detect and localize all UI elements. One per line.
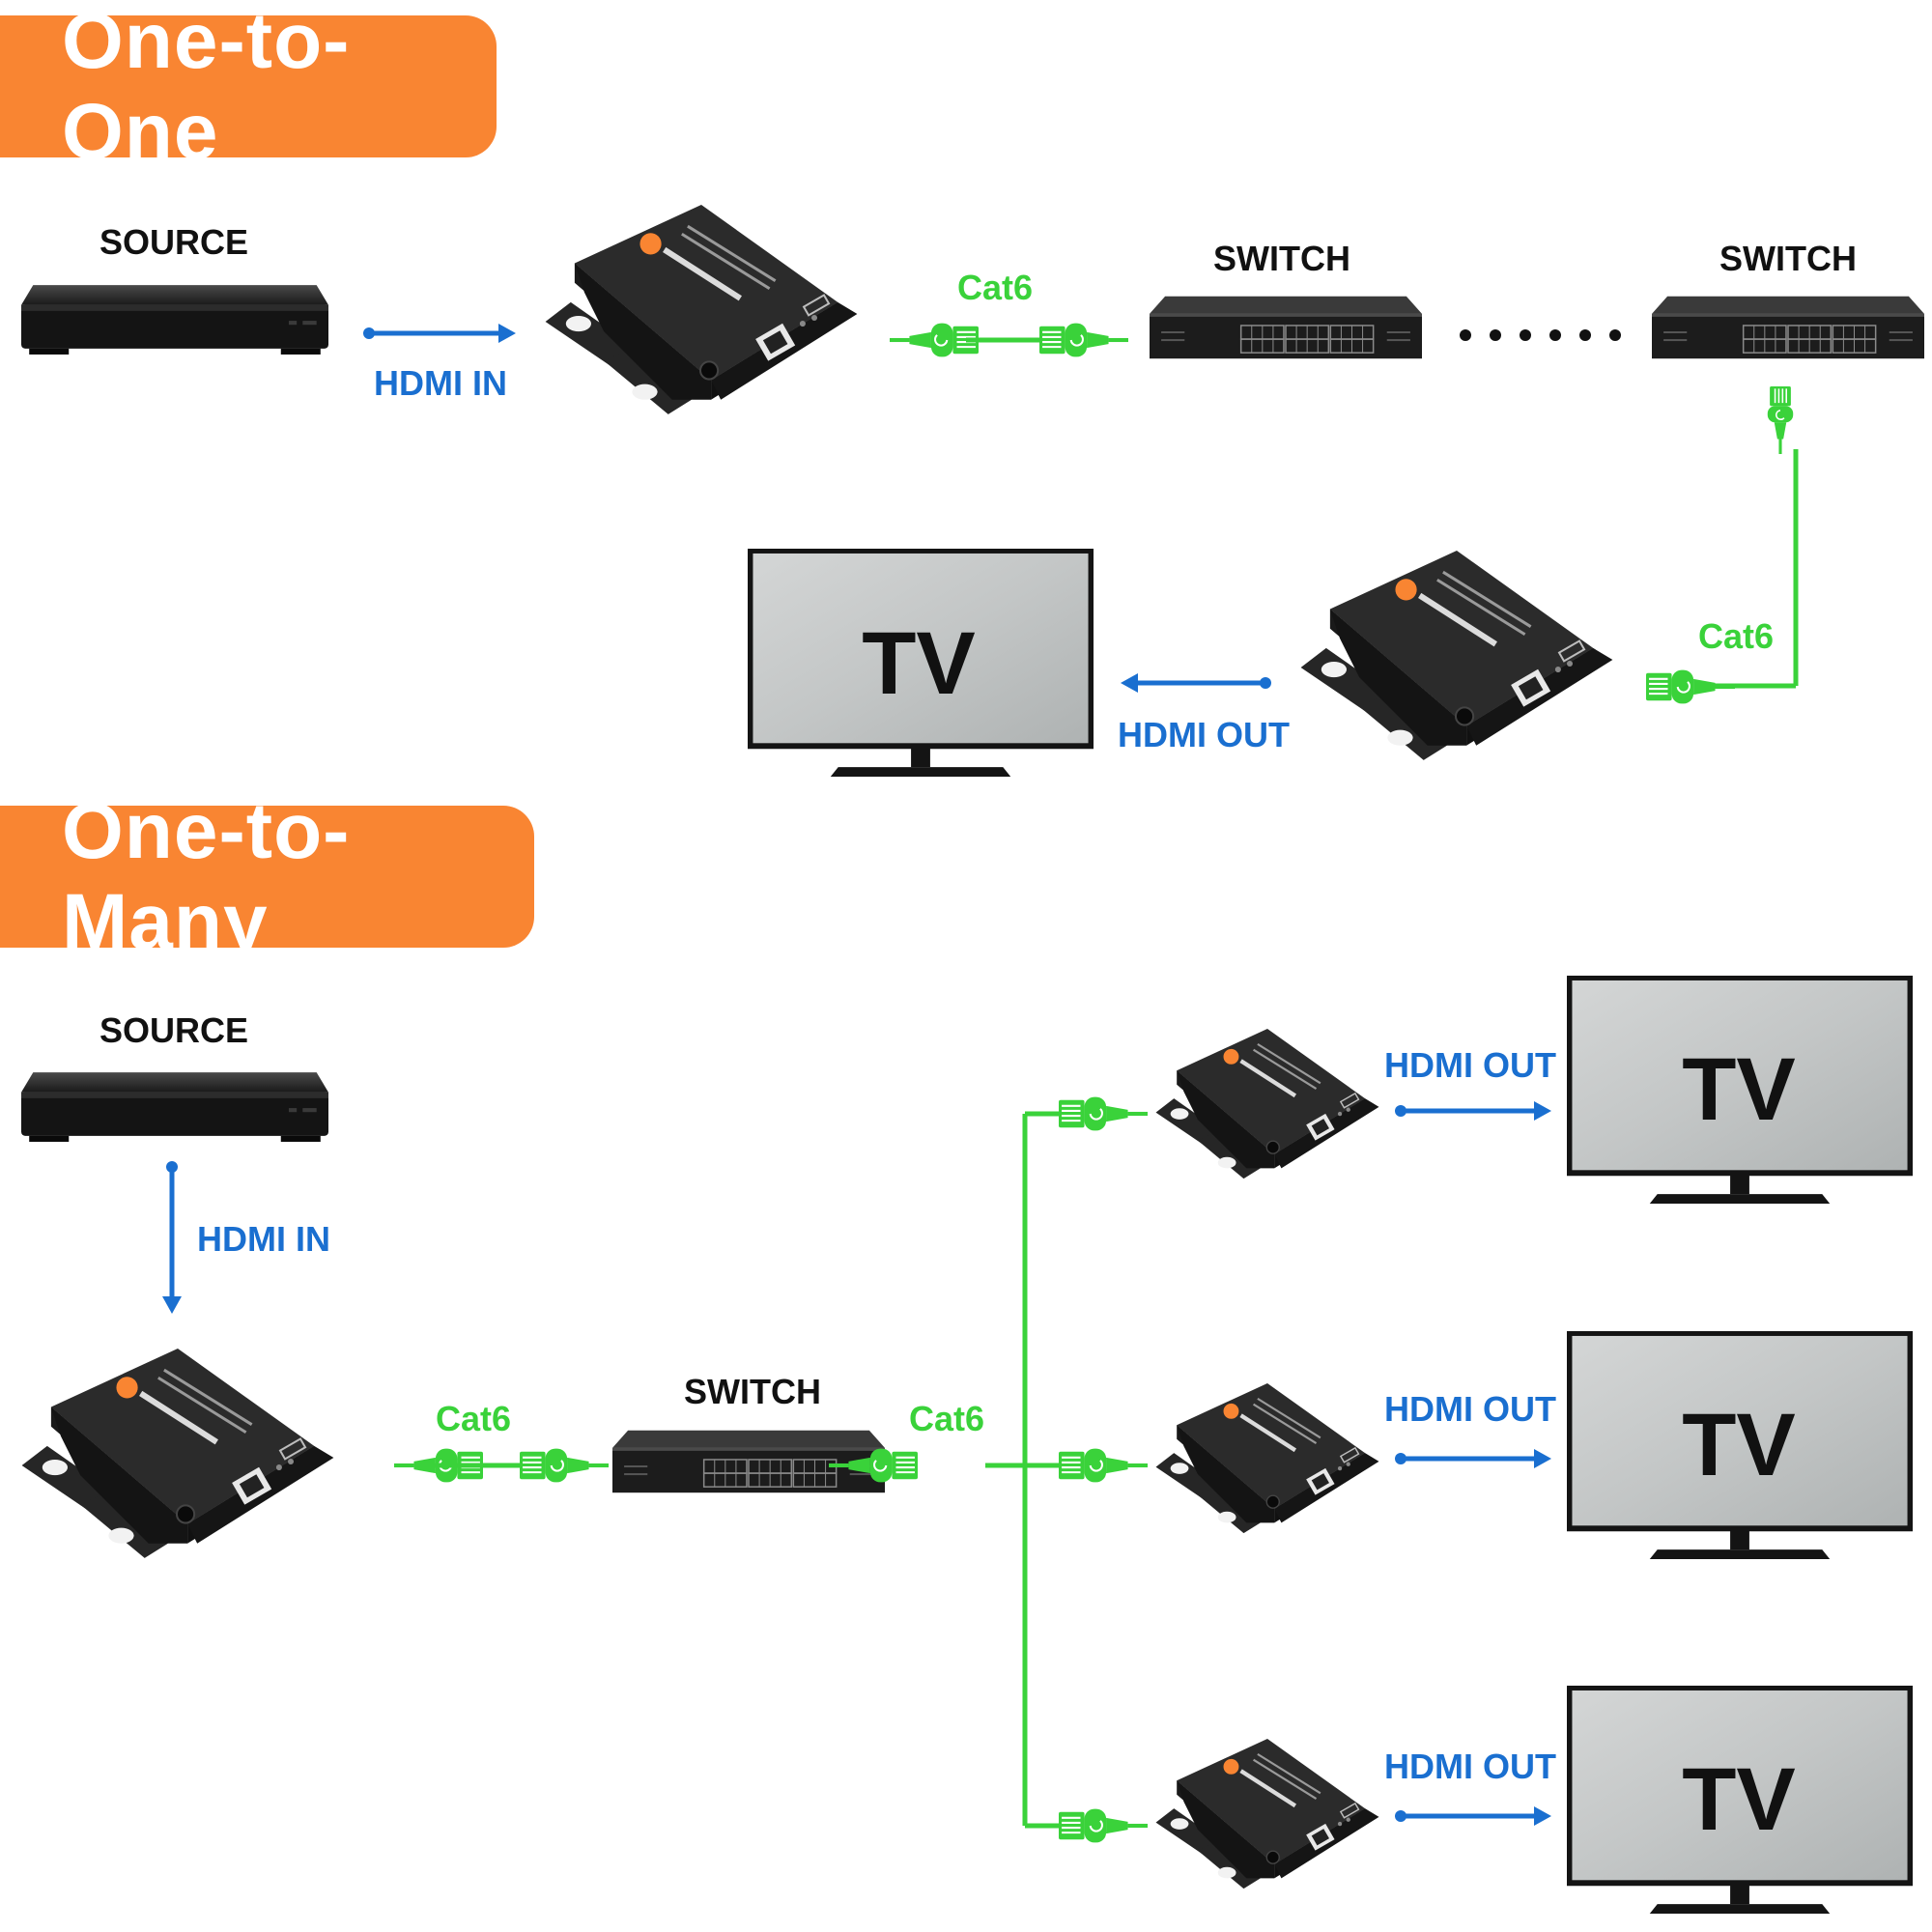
hdmi-in-arrow-1: [363, 324, 516, 343]
hdmi-out-label-a: HDMI OUT: [1384, 1045, 1556, 1085]
tv-label-c: TV: [1682, 1750, 1796, 1849]
transmitter-extender-icon-2: [22, 1349, 334, 1558]
hdmi-in-arrow-2: [162, 1161, 182, 1314]
cat6-cable-2: [1646, 386, 1799, 705]
source-label: SOURCE: [99, 222, 249, 262]
switch-label-1: SWITCH: [1213, 239, 1350, 278]
hdmi-out-label: HDMI OUT: [1118, 715, 1290, 754]
cat6-fanout: [829, 1095, 1148, 1844]
network-switch-icon-1: [1150, 296, 1422, 359]
cat6-label-3: Cat6: [435, 1399, 512, 1438]
network-switch-icon-2: [1652, 296, 1924, 359]
section-banner-one-to-many: One-to-Many: [0, 787, 534, 966]
source-player-icon: [21, 285, 328, 355]
switch-label-3: SWITCH: [684, 1372, 821, 1411]
source-player-icon-2: [21, 1072, 328, 1142]
tv-label-b: TV: [1682, 1396, 1796, 1494]
cat6-label-4: Cat6: [908, 1399, 985, 1438]
hdmi-out-label-b: HDMI OUT: [1384, 1389, 1556, 1429]
hdmi-out-arrow-1: [1121, 673, 1271, 693]
hdmi-out-arrow-a: [1395, 1101, 1551, 1121]
receiver-extender-icon-a: [1156, 1029, 1379, 1179]
hdmi-out-label-c: HDMI OUT: [1384, 1747, 1556, 1786]
switch-label-2: SWITCH: [1719, 239, 1857, 278]
receiver-extender-icon-c: [1156, 1739, 1379, 1889]
hdmi-out-arrow-c: [1395, 1806, 1551, 1826]
receiver-extender-icon: [1301, 551, 1613, 760]
tv-label: TV: [862, 614, 976, 713]
source-label-2: SOURCE: [99, 1010, 249, 1050]
hdmi-out-arrow-b: [1395, 1449, 1551, 1468]
network-switch-icon-3: [612, 1430, 885, 1493]
cat6-cable-3: [394, 1447, 609, 1484]
switch-chain-dots: [1460, 329, 1621, 341]
hdmi-in-label-2: HDMI IN: [197, 1219, 330, 1259]
hdmi-in-label: HDMI IN: [374, 363, 507, 403]
cat6-cable-1: [890, 322, 1128, 358]
cat6-label-1: Cat6: [956, 268, 1034, 307]
tv-label-a: TV: [1682, 1040, 1796, 1139]
cat6-label-2: Cat6: [1697, 616, 1775, 656]
transmitter-extender-icon: [546, 205, 858, 414]
receiver-extender-icon-b: [1156, 1383, 1379, 1533]
